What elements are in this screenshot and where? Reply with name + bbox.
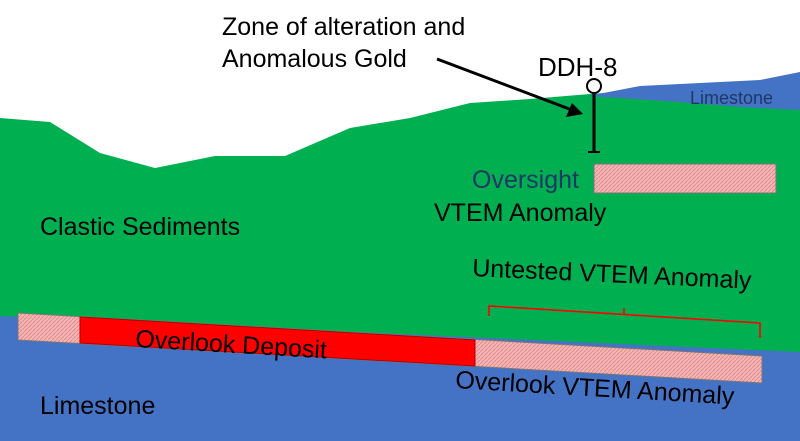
untested-anomaly-bracket	[488, 305, 761, 338]
limestone-top-label: Limestone	[690, 88, 773, 108]
oversight-vtem-anomaly	[593, 163, 777, 194]
limestone-bottom-label: Limestone	[40, 392, 155, 420]
pointer-arrowhead-icon	[566, 103, 583, 117]
zone-label-line1: Zone of alteration and	[222, 13, 465, 41]
clastic-sediments-label: Clastic Sediments	[40, 213, 240, 241]
ddh-label: DDH-8	[538, 52, 617, 82]
zone-label-line2: Anomalous Gold	[222, 45, 407, 73]
limestone-upper-unit	[588, 72, 800, 110]
overlook-deposit	[79, 316, 476, 367]
oversight-label-line2: VTEM Anomaly	[434, 199, 607, 227]
pointer-arrow	[436, 57, 573, 112]
oversight-label-line1: Oversight	[472, 166, 579, 194]
